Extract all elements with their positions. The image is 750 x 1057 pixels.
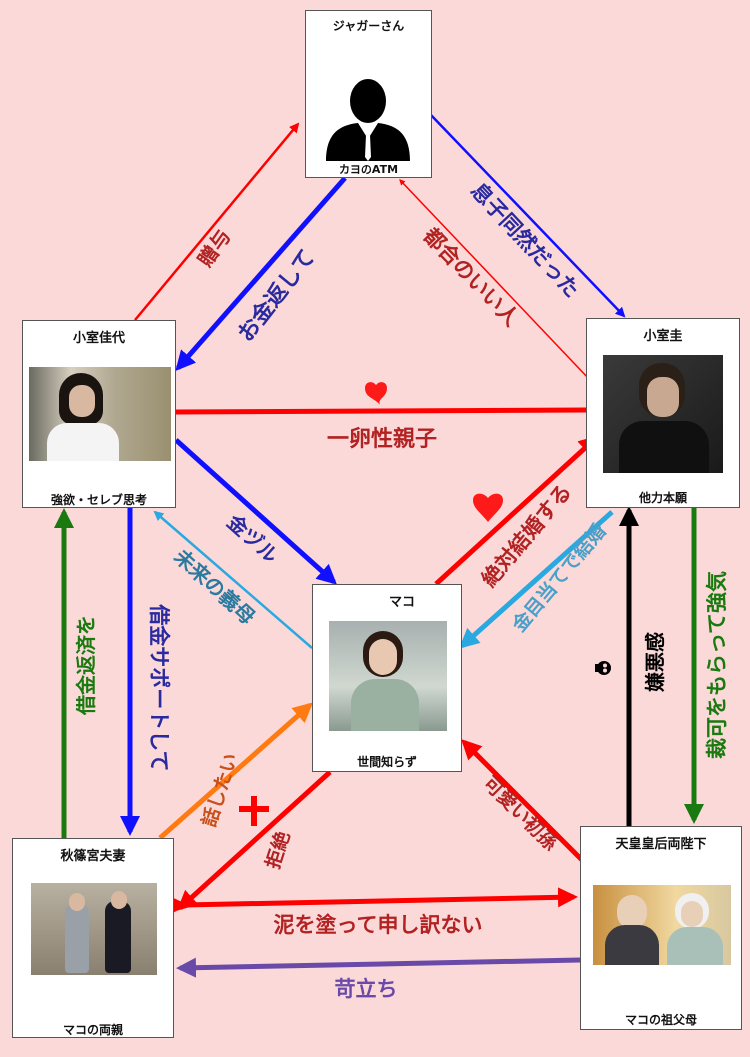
node-kei-title: 小室圭 [643,329,683,344]
edge-money-vine-arrow [174,438,337,585]
edge-cute-grandchild-arrow [461,739,584,862]
edge-irritated-label: 苛立ち [335,977,398,1001]
node-emperor: 天皇皇后両陛下 マコの祖父母 [580,826,742,1030]
heart-icon [473,493,503,522]
edge-sorry-arrow [167,887,578,916]
edge-support-debt-label: 借金サポートして [147,603,171,771]
heart-icon [365,382,387,405]
skull-icon [595,661,611,675]
node-mako: マコ 世間知らず [312,584,462,772]
edge-money-marry-arrow [459,510,614,649]
kayo-photo [29,367,171,461]
edge-twin-line [175,407,587,415]
node-kei-caption: 他力本願 [638,491,687,505]
edge-repay-label: お金返して [233,245,321,347]
edge-approval-label: 裁可をもらって強気 [705,571,729,759]
mako-photo [329,621,447,731]
edge-future-mil-label: 未来の義母 [169,544,259,629]
person-silhouette-icon [326,79,410,161]
edge-repay-arrow [175,176,347,372]
edge-sorry-label: 泥を塗って申し訳ない [274,913,483,937]
parents-photo [31,883,157,975]
edge-refuse-arrow [177,770,332,911]
node-mako-caption: 世間知らず [357,755,417,769]
edge-gift-label: 贈与 [193,225,236,272]
edge-repay-debt-label: 借金返済を [74,615,98,716]
node-parents: 秋篠宮夫妻 マコの両親 [12,838,174,1038]
edge-convenient-arrow [399,179,591,381]
edge-want-talk-label: 話したい [197,750,242,829]
node-kayo-title: 小室佳代 [72,331,125,346]
edge-refuse-label: 拒絶 [261,828,295,871]
node-mako-title: マコ [388,595,415,610]
edge-twin-label: 一卵性親子 [327,427,437,452]
node-jaguar-title: ジャガーさん [332,19,405,33]
emperor-photo [593,885,731,965]
edge-future-mil-arrow [153,510,313,649]
node-kayo: 小室佳代 強欲・セレブ思考 [22,320,176,508]
node-emperor-title: 天皇皇后両陛下 [615,837,707,852]
edge-gift-arrow [134,122,300,321]
edge-like-son-arrow [429,113,626,318]
node-parents-caption: マコの両親 [62,1023,123,1037]
node-kei: 小室圭 他力本願 [586,318,740,508]
edge-want-talk-arrow [158,702,313,840]
node-kayo-caption: 強欲・セレブ思考 [50,493,147,507]
node-jaguar-caption: カヨのATM [338,163,399,176]
edge-irritated-arrow [176,957,581,978]
edge-disgust-label: 嫌悪感 [643,632,667,692]
node-jaguar: ジャガーさん カヨのATM [305,10,432,178]
edge-marry-arrow [434,435,599,586]
edge-cute-grandchild-label: 可愛い初孫 [479,772,562,855]
edge-money-vine-label: 金ヅル [222,509,283,568]
cross-mark-icon [239,796,269,826]
node-emperor-caption: マコの祖父母 [624,1013,697,1027]
kei-photo [603,355,723,473]
node-parents-title: 秋篠宮夫妻 [60,849,126,864]
